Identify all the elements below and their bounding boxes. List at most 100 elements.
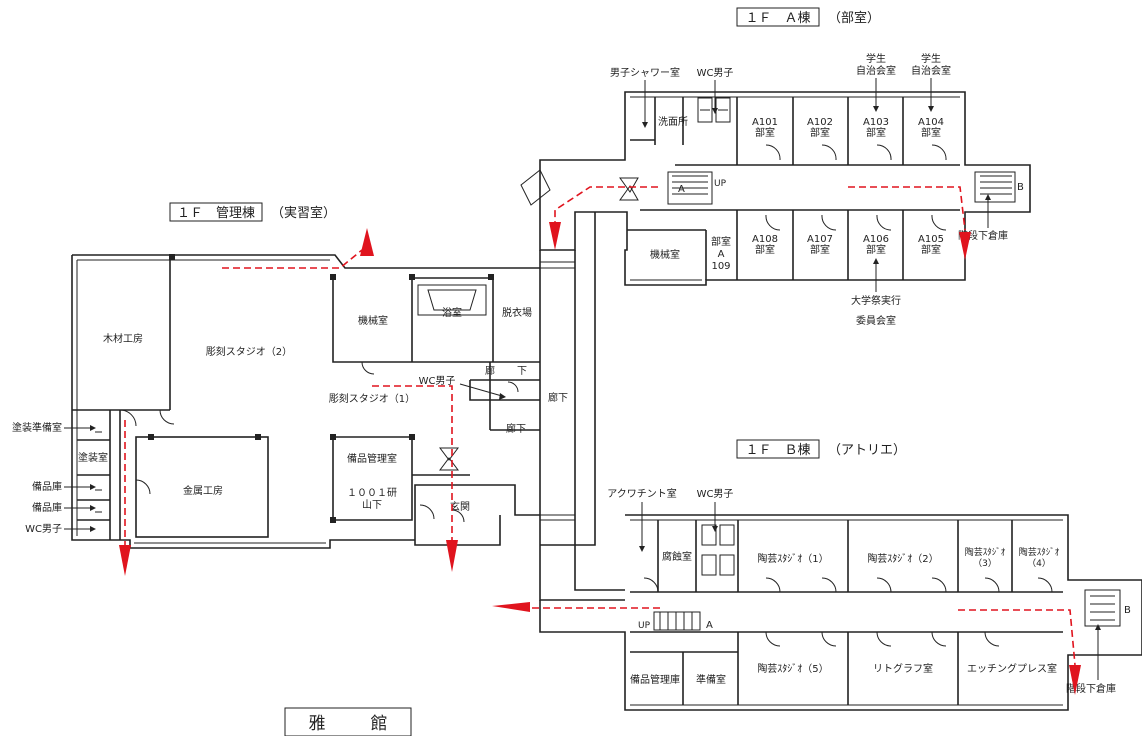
a103-no: A103 [863, 117, 889, 128]
kanri-wc-label: WC男子 [419, 375, 456, 387]
a-jichi2-label-b: 自治会室 [911, 64, 951, 77]
a105-no: A105 [918, 234, 944, 245]
a108-name: 部室 [755, 243, 775, 256]
a-title-box [736, 7, 820, 27]
litho-label: リトグラフ室 [873, 662, 933, 675]
kanri-title-box [169, 202, 263, 222]
evacuation-routes [119, 186, 1081, 695]
togei3-label-b: （3） [973, 558, 997, 569]
evac-route-a-right [848, 186, 966, 231]
connector-corridor [539, 212, 625, 601]
togei5-label: 陶芸ｽﾀｼﾞｵ（5） [757, 662, 828, 675]
a-senmen-label: 洗面所 [658, 116, 688, 128]
a107-no: A107 [807, 234, 833, 245]
evac-route-kanri-top [222, 249, 363, 269]
a-subtitle: （部室） [828, 10, 880, 26]
a-stair-a-label: A [678, 184, 685, 195]
b-jumbi-label: 準備室 [696, 673, 726, 686]
a104-name: 部室 [921, 126, 941, 139]
evac-route-a-left [554, 186, 658, 225]
ken-label-b: 山下 [362, 499, 382, 511]
bihin-kanri-label: 備品管理室 [347, 452, 397, 465]
genkan-label: 玄関 [450, 500, 470, 513]
b-bihin-kanri-label: 備品管理庫 [630, 673, 680, 686]
a101-name: 部室 [755, 126, 775, 139]
rouka-label-2: 下 [517, 366, 527, 377]
b-stair-up-label: UP [638, 621, 651, 631]
evac-arrow-kanri-top [360, 228, 374, 256]
a102-no: A102 [807, 117, 833, 128]
a-title: １Ｆ Ａ棟 [745, 11, 810, 26]
a109-label-a: 部室 [711, 235, 731, 248]
festival-label-a: 大学祭実行 [851, 294, 901, 307]
chokoku2-label: 彫刻スタジオ（2） [206, 345, 292, 358]
datsui-label: 脱衣場 [502, 306, 532, 319]
a-jichi2-label-a: 学生 [921, 52, 941, 65]
main-title-box [284, 707, 412, 736]
aquatint-label: アクワチント室 [607, 487, 677, 500]
a102-name: 部室 [810, 126, 830, 139]
a103-name: 部室 [866, 126, 886, 139]
kinzoku-label: 金属工房 [183, 484, 223, 497]
rouka-label-4: 廊下 [506, 422, 526, 435]
kanri-title: １Ｆ 管理棟 [177, 206, 255, 221]
evac-route-kanri-center [372, 385, 453, 545]
a104-no: A104 [918, 117, 944, 128]
evac-route-b-right [958, 609, 1076, 666]
evac-arrow-kanri-center [446, 540, 458, 572]
togei3-label-a: 陶芸ｽﾀｼﾞｵ [965, 546, 1006, 558]
a-shower-label: 男子シャワー室 [610, 66, 680, 79]
evac-arrow-a-right [959, 232, 971, 260]
b-outer-wall [539, 514, 1142, 711]
yokushitsu-label: 浴室 [442, 306, 462, 319]
togei1-label: 陶芸ｽﾀｼﾞｵ（1） [757, 552, 828, 565]
a-kikai-label: 機械室 [650, 248, 680, 261]
a106-name: 部室 [866, 243, 886, 256]
b-kaidan-label: 階段下倉庫 [1066, 682, 1116, 695]
togei4-label-a: 陶芸ｽﾀｼﾞｵ [1019, 546, 1060, 558]
evac-arrow-kanri-left [119, 545, 131, 576]
kanri-outer-wall [71, 254, 540, 549]
a109-label-b: A [718, 249, 725, 260]
kanri-building: １Ｆ 管理棟 （実習室） 木材工房 彫刻スタジオ（2） 彫刻スタジオ（1） [12, 202, 568, 549]
etching-label: エッチングプレス室 [967, 662, 1057, 675]
toso-jumbi-label: 塗装準備室 [12, 421, 62, 434]
kanri-wc2-label: WC男子 [25, 523, 62, 535]
ken-label-a: １００１研 [347, 487, 397, 499]
a-stair-b-label: B [1017, 182, 1024, 193]
a-stair-up-label: UP [714, 179, 727, 189]
a-building: １Ｆ Ａ棟 （部室） 男子シャワー室 WC男子 学生 自治会室 学生 自治会室 [520, 7, 1031, 327]
b-stair-a-label: A [706, 620, 713, 631]
b-building: １Ｆ Ｂ棟 （アトリエ） アクワチント室 WC男子 腐蝕室 陶芸ｽﾀｼﾞｵ（1）… [539, 439, 1142, 711]
a109-label-c: 109 [711, 261, 730, 272]
evac-arrow-b-left [492, 602, 530, 612]
a101-no: A101 [752, 117, 778, 128]
kanri-subtitle: （実習室） [271, 205, 336, 221]
a107-name: 部室 [810, 243, 830, 256]
festival-label-b: 委員会室 [856, 314, 896, 327]
togei4-label-b: （4） [1027, 558, 1051, 569]
b-title: １Ｆ Ｂ棟 [745, 443, 810, 458]
fushoku-label: 腐蝕室 [662, 550, 692, 563]
bihin1-label: 備品庫 [32, 480, 62, 493]
b-title-box [736, 439, 820, 459]
a-jichi1-label-b: 自治会室 [856, 64, 896, 77]
mokuzai-label: 木材工房 [103, 332, 143, 345]
a108-no: A108 [752, 234, 778, 245]
a-jichi1-label-a: 学生 [866, 52, 886, 65]
rouka-label-1: 廊 [485, 364, 495, 377]
togei2-label: 陶芸ｽﾀｼﾞｵ（2） [867, 552, 938, 565]
rouka-label-3: 廊下 [548, 391, 568, 404]
b-subtitle: （アトリエ） [828, 443, 906, 458]
evac-arrow-b-right [1069, 665, 1081, 695]
chokoku1-label: 彫刻スタジオ（1） [329, 392, 415, 405]
b-wc-label: WC男子 [697, 488, 734, 500]
toso-label: 塗装室 [78, 451, 108, 464]
kinzoku-room [135, 436, 269, 538]
evac-arrow-a-left [549, 222, 561, 250]
a106-no: A106 [863, 234, 889, 245]
a-wc-label: WC男子 [697, 67, 734, 79]
main-title: 雅 館 [309, 714, 402, 734]
a-corridor [640, 164, 960, 211]
bihin2-label: 備品庫 [32, 501, 62, 514]
